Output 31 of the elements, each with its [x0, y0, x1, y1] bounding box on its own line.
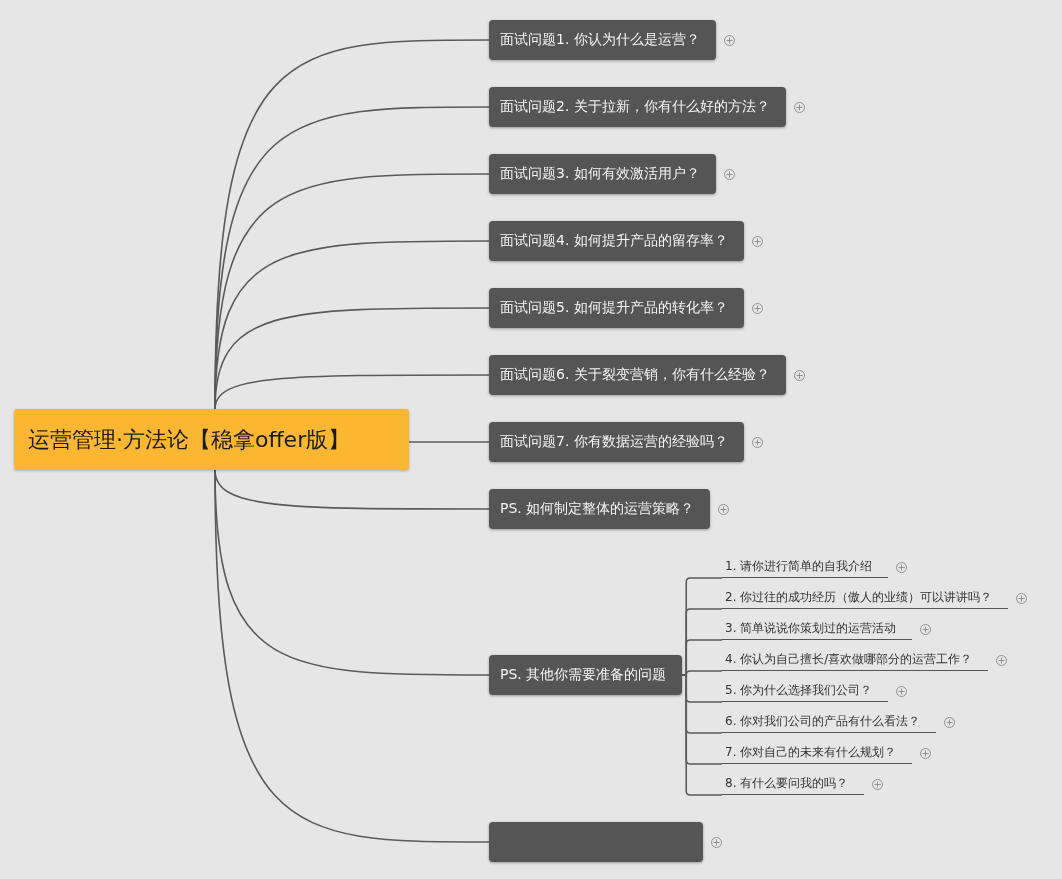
- topic-box: [489, 221, 744, 261]
- topic-box: [489, 288, 744, 328]
- node-text: 面试问题1. 你认为什么是运营？: [500, 31, 700, 49]
- node-text: 面试问题4. 如何提升产品的留存率？: [500, 232, 728, 250]
- node-text: 面试问题7. 你有数据运营的经验吗？: [500, 433, 728, 451]
- topic-box: [489, 87, 786, 127]
- node-text: 3. 简单说说你策划过的运营活动: [725, 620, 897, 637]
- topic-box: [489, 489, 711, 529]
- node-text: PS. 如何制定整体的运营策略？: [500, 500, 695, 518]
- node-text: 面试问题5. 如何提升产品的转化率？: [500, 299, 728, 317]
- node-text: 4. 你认为自己擅长/喜欢做哪部分的运营工作？: [725, 651, 973, 668]
- node-text: 面试问题6. 关于裂变营销，你有什么经验？: [500, 366, 770, 384]
- node-text: 8. 有什么要问我的吗？: [725, 775, 849, 792]
- topic-box: [489, 154, 716, 194]
- node-text: PS. 其他你需要准备的问题: [500, 666, 667, 684]
- node-text: 2. 你过往的成功经历（傲人的业绩）可以讲讲吗？: [725, 589, 993, 606]
- node-text: 6. 你对我们公司的产品有什么看法？: [725, 713, 921, 730]
- connector-line: [408, 441, 490, 443]
- node-text: 面试问题3. 如何有效激活用户？: [500, 165, 700, 183]
- topic-box: [489, 20, 716, 60]
- node-text: 运营管理·方法论【稳拿offer版】: [28, 425, 351, 454]
- node-text: 5. 你为什么选择我们公司？: [725, 682, 873, 699]
- topic-box: [489, 655, 683, 695]
- node-text: 7. 你对自己的未来有什么规划？: [725, 744, 897, 761]
- node-text: 1. 请你进行简单的自我介绍: [725, 558, 873, 575]
- node-text: 面试问题2. 关于拉新，你有什么好的方法？: [500, 98, 770, 116]
- topic-box: [489, 355, 786, 395]
- connector-line: [214, 469, 490, 843]
- central-topic: [14, 409, 409, 470]
- topic-box: [489, 822, 703, 862]
- topic-box: [489, 422, 744, 462]
